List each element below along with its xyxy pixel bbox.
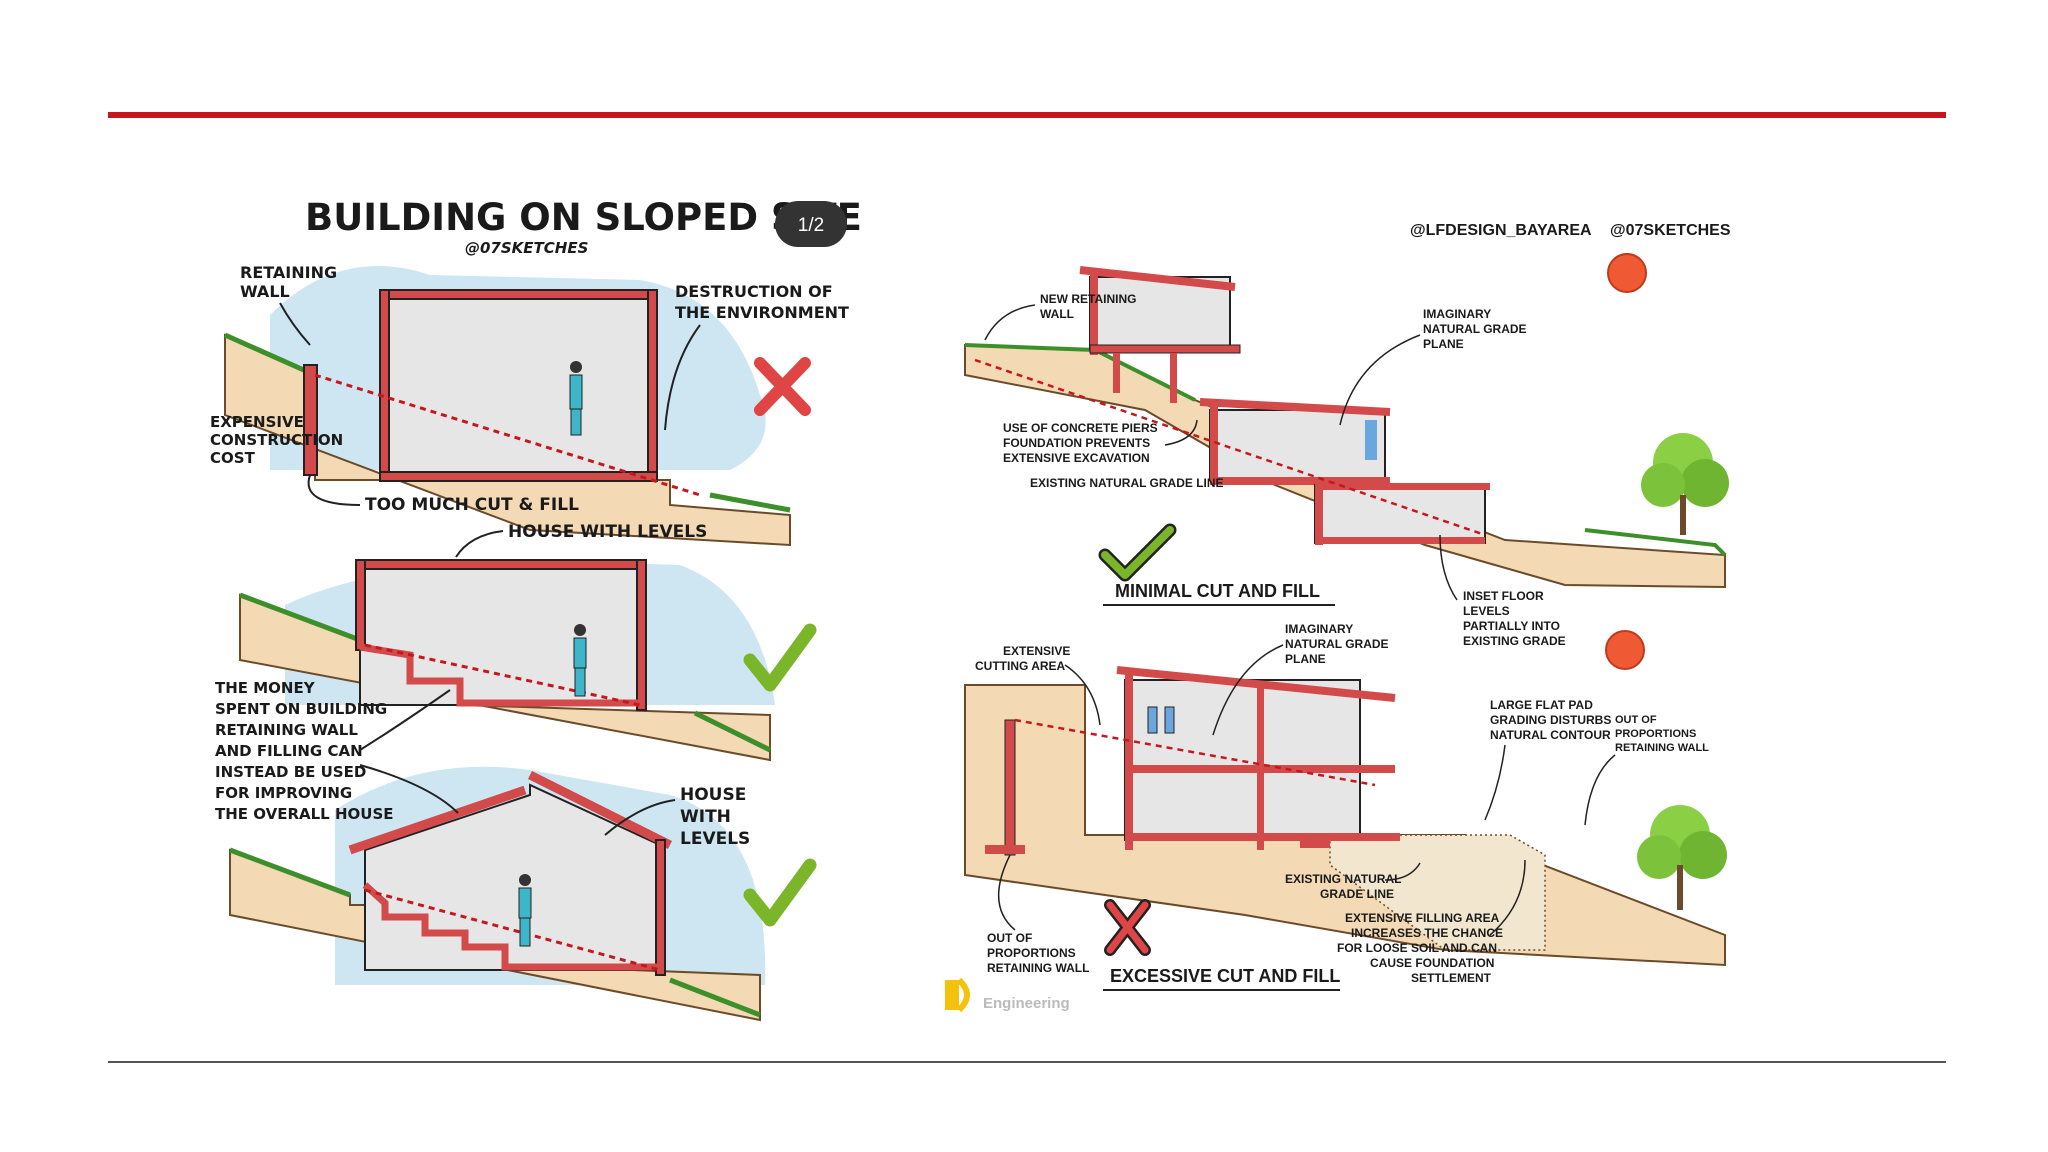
bottom-label-cutting-1: EXTENSIVE (1003, 644, 1070, 658)
scene2-house (359, 564, 641, 706)
scene2-person-figure (573, 624, 587, 697)
bottom-label-filling-1: EXTENSIVE FILLING AREA (1345, 911, 1500, 925)
left-sketch-panel: BUILDING ON SLOPED SITE @07SKETCHES 1/2 … (210, 196, 860, 1022)
top-label-new-wall-1: NEW RETAINING (1040, 292, 1136, 306)
right-sketch-panel: @LFDESIGN_BAYAREA @07SKETCHES (945, 222, 1731, 1013)
scene1-person-figure (569, 361, 583, 436)
top-caption: MINIMAL CUT AND FILL (1115, 581, 1320, 601)
title-accent-rule (108, 112, 1946, 118)
bottom-label-grade-plane-3: PLANE (1285, 652, 1326, 666)
scene1-cross-icon (754, 357, 811, 416)
scene2-label-house-levels: HOUSE WITH LEVELS (508, 522, 707, 542)
top-scene-section: NEW RETAINING WALL IMAGINARY NATURAL GRA… (964, 253, 1729, 648)
scene3-label-house-1: HOUSE (680, 785, 746, 805)
scene1-label-destruction-2: THE ENVIRONMENT (675, 303, 849, 322)
bottom-label-cutting-2: CUTTING AREA (975, 659, 1066, 673)
bottom-label-out-prop-l-3: RETAINING WALL (987, 961, 1089, 975)
bottom-label-grade-plane-1: IMAGINARY (1285, 622, 1353, 636)
top-label-grade-line: EXISTING NATURAL GRADE LINE (1030, 476, 1224, 490)
scene3-label-money-5: INSTEAD BE USED (215, 763, 366, 781)
scene1-section: RETAINING WALL DESTRUCTION OF THE ENVIRO… (210, 263, 849, 547)
scene3-label-money-1: THE MONEY (215, 679, 316, 697)
top-label-new-wall-2: WALL (1040, 307, 1074, 321)
scene3-label-money-6: FOR IMPROVING (215, 784, 352, 802)
bottom-label-out-prop-r-3: RETAINING WALL (1615, 742, 1709, 754)
scene3-label-money-4: AND FILLING CAN (215, 742, 363, 760)
bottom-caption: EXCESSIVE CUT AND FILL (1110, 966, 1340, 986)
scene3-check-icon (743, 858, 817, 927)
bottom-label-grade-line-2: GRADE LINE (1320, 887, 1394, 901)
scene3-person-figure (518, 874, 532, 947)
bottom-sun-icon (1605, 630, 1645, 670)
bottom-label-flat-pad-2: GRADING DISTURBS (1490, 713, 1611, 727)
left-title: BUILDING ON SLOPED SITE (305, 196, 860, 239)
scene1-label-cost-2: CONSTRUCTION (210, 431, 343, 449)
scene3-label-money-3: RETAINING WALL (215, 721, 358, 739)
bottom-fill-area (1329, 834, 1546, 951)
top-check-icon (1098, 523, 1177, 582)
scene1-label-cost-1: EXPENSIVE (210, 413, 304, 431)
scene3-section: THE MONEY SPENT ON BUILDING RETAINING WA… (215, 679, 817, 1022)
page-badge[interactable]: 1/2 (775, 201, 847, 247)
scene1-house (385, 292, 652, 476)
bottom-label-out-prop-r-2: PROPORTIONS (1615, 728, 1696, 740)
left-handle: @07SKETCHES (465, 239, 588, 257)
top-label-inset-1: INSET FLOOR (1463, 589, 1544, 603)
top-label-inset-3: PARTIALLY INTO (1463, 619, 1560, 633)
scene1-label-cut-fill: TOO MUCH CUT & FILL (365, 495, 579, 515)
top-sun-icon (1607, 253, 1647, 293)
scene3-label-money-7: THE OVERALL HOUSE (215, 805, 394, 823)
top-label-piers-3: EXTENSIVE EXCAVATION (1003, 451, 1150, 465)
bottom-label-grade-plane-2: NATURAL GRADE (1285, 637, 1389, 651)
scene3-label-house-3: LEVELS (680, 829, 750, 849)
top-label-inset-2: LEVELS (1463, 604, 1510, 618)
page-badge-text: 1/2 (798, 215, 824, 236)
bottom-label-filling-3: FOR LOOSE SOIL AND CAN (1337, 941, 1497, 955)
bottom-scene-section: EXTENSIVE CUTTING AREA IMAGINARY NATURAL… (964, 622, 1727, 991)
bottom-label-filling-2: INCREASES THE CHANCE (1351, 926, 1503, 940)
scene1-retaining-wall (303, 364, 318, 476)
bottom-label-filling-4: CAUSE FOUNDATION (1370, 956, 1494, 970)
bottom-tree-icon (1637, 805, 1727, 910)
bottom-label-filling-5: SETTLEMENT (1411, 971, 1492, 985)
top-label-inset-4: EXISTING GRADE (1463, 634, 1566, 648)
top-label-grade-plane-2: NATURAL GRADE (1423, 322, 1527, 336)
right-credit-2: @07SKETCHES (1610, 222, 1731, 239)
scene1-label-destruction-1: DESTRUCTION OF (675, 282, 833, 301)
bottom-label-flat-pad-1: LARGE FLAT PAD (1490, 698, 1593, 712)
watermark-text: Engineering (983, 995, 1070, 1012)
scene3-label-money-2: SPENT ON BUILDING (215, 700, 387, 718)
bottom-label-out-prop-r-1: OUT OF (1615, 714, 1657, 726)
bottom-label-flat-pad-3: NATURAL CONTOUR (1490, 728, 1611, 742)
scene1-label-retaining-1: RETAINING (240, 263, 337, 282)
bottom-label-grade-line-1: EXISTING NATURAL (1285, 872, 1401, 886)
scene2-check-icon (743, 623, 817, 692)
bottom-label-out-prop-l-2: PROPORTIONS (987, 946, 1076, 960)
scene1-label-cost-3: COST (210, 449, 256, 467)
scene1-label-retaining-2: WALL (240, 282, 290, 301)
top-label-grade-plane-3: PLANE (1423, 337, 1464, 351)
scene2-section: HOUSE WITH LEVELS (239, 522, 817, 762)
bottom-label-out-prop-l-1: OUT OF (987, 931, 1032, 945)
top-label-grade-plane-1: IMAGINARY (1423, 307, 1491, 321)
engineering-logo-icon (945, 977, 970, 1013)
bottom-cross-icon (1104, 899, 1151, 956)
top-label-piers-2: FOUNDATION PREVENTS (1003, 436, 1150, 450)
top-tree-icon (1641, 433, 1729, 535)
top-label-piers-1: USE OF CONCRETE PIERS (1003, 421, 1158, 435)
scene3-label-house-2: WITH (680, 807, 731, 827)
right-credit-1: @LFDESIGN_BAYAREA (1410, 222, 1592, 239)
footer-rule (108, 1061, 1946, 1063)
